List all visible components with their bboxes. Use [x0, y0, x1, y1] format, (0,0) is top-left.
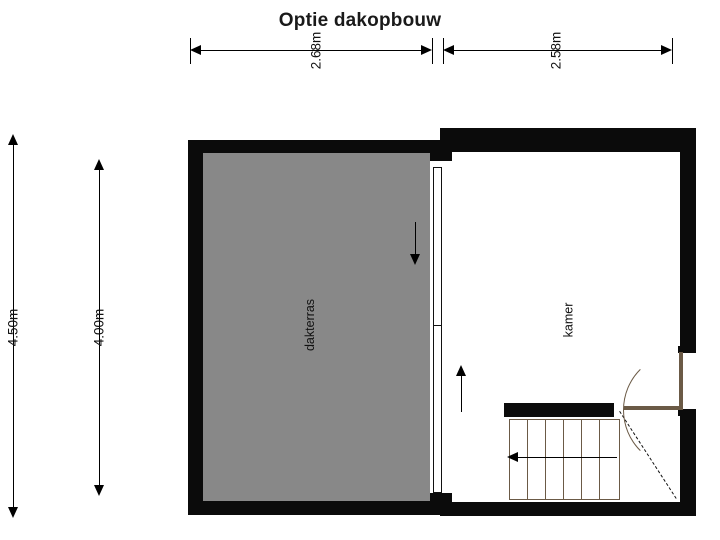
top-dim-tick-mid	[432, 38, 433, 64]
stair-step	[563, 420, 564, 499]
top-dim-right-arrow-start	[443, 45, 454, 55]
door-jamb-top	[678, 346, 696, 353]
stair-step	[599, 420, 600, 499]
left-dim-inner-arrow-top	[94, 159, 104, 170]
left-dim-outer-label: 4.50m	[5, 308, 21, 346]
page-title: Optie dakopbouw	[278, 10, 442, 31]
glass-wall-bottom-jamb	[430, 493, 452, 501]
top-dim-right-label-wrap: 2.58m	[521, 18, 591, 82]
top-dim-left-line	[196, 50, 426, 51]
kamer-label-wrap: kamer	[528, 290, 608, 350]
glass-wall-top-jamb	[430, 153, 452, 161]
top-dim-left-label: 2.68m	[308, 31, 324, 69]
left-dim-inner-arrow-bottom	[94, 485, 104, 496]
left-dim-inner-label-wrap: 4.00m	[64, 295, 134, 359]
left-dim-outer-arrow-top	[8, 134, 18, 145]
left-dim-outer-line	[13, 141, 14, 513]
top-dim-left-arrow-start	[190, 45, 201, 55]
slide-arrow-down-line	[415, 222, 416, 257]
top-dim-left-arrow-end	[421, 45, 432, 55]
staircase	[509, 419, 620, 500]
top-dim-right-line	[449, 50, 667, 51]
top-dim-tick-mid2	[443, 38, 444, 64]
slide-arrow-up-line	[461, 372, 462, 412]
dakterras-label: dakterras	[302, 298, 317, 352]
top-dim-tick-right	[672, 38, 673, 64]
door-swing-arc	[623, 352, 720, 468]
dakterras-area	[203, 153, 430, 501]
stair-direction-arrow-head	[507, 452, 518, 462]
stair-step	[527, 420, 528, 499]
sliding-door-panel-upper[interactable]	[433, 167, 442, 329]
top-dim-tick-left	[190, 38, 191, 64]
left-dim-outer-arrow-bottom	[8, 507, 18, 518]
door-open-leaf	[624, 406, 682, 410]
left-dim-inner-label: 4.00m	[91, 308, 107, 346]
top-dim-right-arrow-end	[661, 45, 672, 55]
dakterras-label-wrap: dakterras	[270, 295, 350, 355]
left-dim-outer-label-wrap: 4.50m	[0, 295, 48, 359]
kamer-label: kamer	[560, 302, 575, 338]
top-dim-right-label: 2.58m	[548, 31, 564, 69]
slide-arrow-down-head	[410, 254, 420, 265]
left-dim-inner-line	[99, 166, 100, 491]
stair-landing-wall	[504, 403, 614, 417]
top-dim-left-label-wrap: 2.68m	[281, 18, 351, 82]
stair-step	[545, 420, 546, 499]
stair-direction-line	[517, 457, 617, 458]
stair-step	[581, 420, 582, 499]
sliding-door-panel-lower[interactable]	[433, 325, 442, 493]
slide-arrow-up-head	[456, 365, 466, 376]
